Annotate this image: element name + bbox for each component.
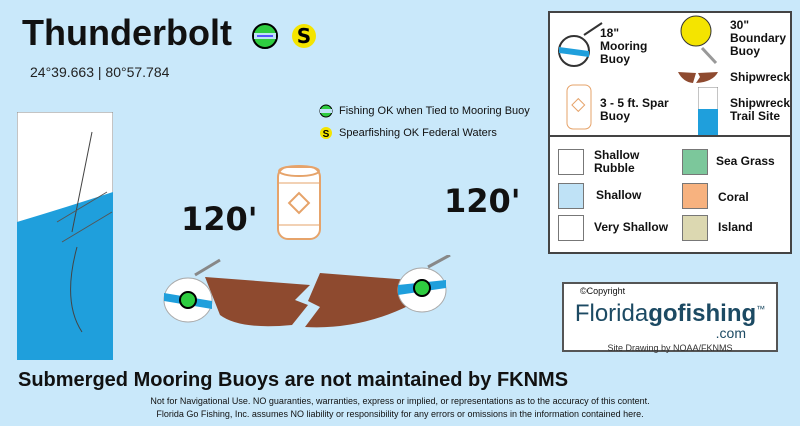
legend-shipwreck: Shipwreck	[730, 70, 791, 84]
legend-trail-site: Shipwreck Trail Site	[730, 96, 791, 123]
very-shallow-swatch	[558, 215, 584, 241]
svg-text:S: S	[323, 129, 330, 140]
legend-coral: Coral	[718, 190, 749, 204]
seagrass-swatch	[682, 149, 708, 175]
copyright: ©Copyright	[580, 286, 626, 296]
legend-rubble: Shallow Rubble	[594, 148, 640, 175]
spearfishing-icon: S	[292, 24, 316, 48]
legend-divider	[550, 135, 790, 137]
island-swatch	[682, 215, 708, 241]
brand-b: gofishing	[648, 300, 757, 327]
coral-swatch	[682, 183, 708, 209]
page-title: Thunderbolt	[22, 12, 232, 53]
legend-label: Spearfishing OK Federal Waters	[339, 127, 497, 139]
shipwreck-icon	[163, 255, 451, 328]
floridagofishing-logo: ©Copyright Floridagofishing™ .com Site D…	[562, 282, 778, 353]
depth-label: 120'	[444, 182, 521, 220]
mooring-buoy-icon	[558, 22, 603, 67]
coordinates: 24°39.663 | 80°57.784	[30, 64, 170, 80]
dotcom: .com	[715, 325, 746, 341]
spearfishing-icon: S	[320, 127, 332, 140]
spar-buoy-icon	[277, 165, 321, 240]
site-legend: Fishing OK when Tied to Mooring Buoy S Sp…	[318, 104, 530, 140]
legend-spearfishing: S Spearfishing OK Federal Waters	[318, 126, 530, 140]
legend-very-shallow: Very Shallow	[594, 220, 669, 234]
depth-label: 120'	[181, 200, 258, 238]
boundary-buoy-icon	[680, 15, 718, 65]
mooring-ok-icon	[319, 104, 333, 118]
title-badges: S	[252, 23, 316, 49]
rubble-swatch	[558, 149, 584, 175]
drawing-credit: Site Drawing by NOAA/FKNMS	[607, 343, 733, 353]
shipwreck-icon	[678, 72, 718, 83]
mooring-buoy-icon	[397, 255, 451, 313]
shipwreck-trail-site-icon	[17, 112, 113, 360]
legend-mooring-ok: Fishing OK when Tied to Mooring Buoy	[318, 104, 530, 118]
legend-boundary-buoy: 30" Boundary Buoy	[730, 18, 787, 58]
shallow-swatch	[558, 183, 584, 209]
map-legend: 18" Mooring Buoy 30" Boundary Buoy Shipw…	[548, 11, 792, 254]
legend-mooring-buoy: 18" Mooring Buoy	[600, 26, 648, 66]
disclaimer: Florida Go Fishing, Inc. assumes NO liab…	[156, 409, 644, 419]
mooring-warning: Submerged Mooring Buoys are not maintain…	[18, 369, 569, 391]
shipwreck-trail-site-icon	[698, 87, 718, 135]
svg-text:S: S	[297, 24, 311, 48]
mooring-ok-icon	[252, 23, 278, 49]
tm: ™	[756, 304, 766, 314]
legend-spar-buoy: 3 - 5 ft. Spar Buoy	[600, 96, 669, 123]
mooring-buoy-icon	[163, 258, 221, 323]
spar-buoy-icon	[566, 84, 592, 130]
legend-shallow: Shallow	[596, 188, 642, 202]
legend-label: Fishing OK when Tied to Mooring Buoy	[339, 105, 530, 117]
legend-seagrass: Sea Grass	[716, 154, 775, 168]
legend-island: Island	[718, 220, 753, 234]
disclaimer: Not for Navigational Use. NO guaranties,…	[150, 396, 650, 406]
brand-a: Florida	[574, 300, 649, 327]
